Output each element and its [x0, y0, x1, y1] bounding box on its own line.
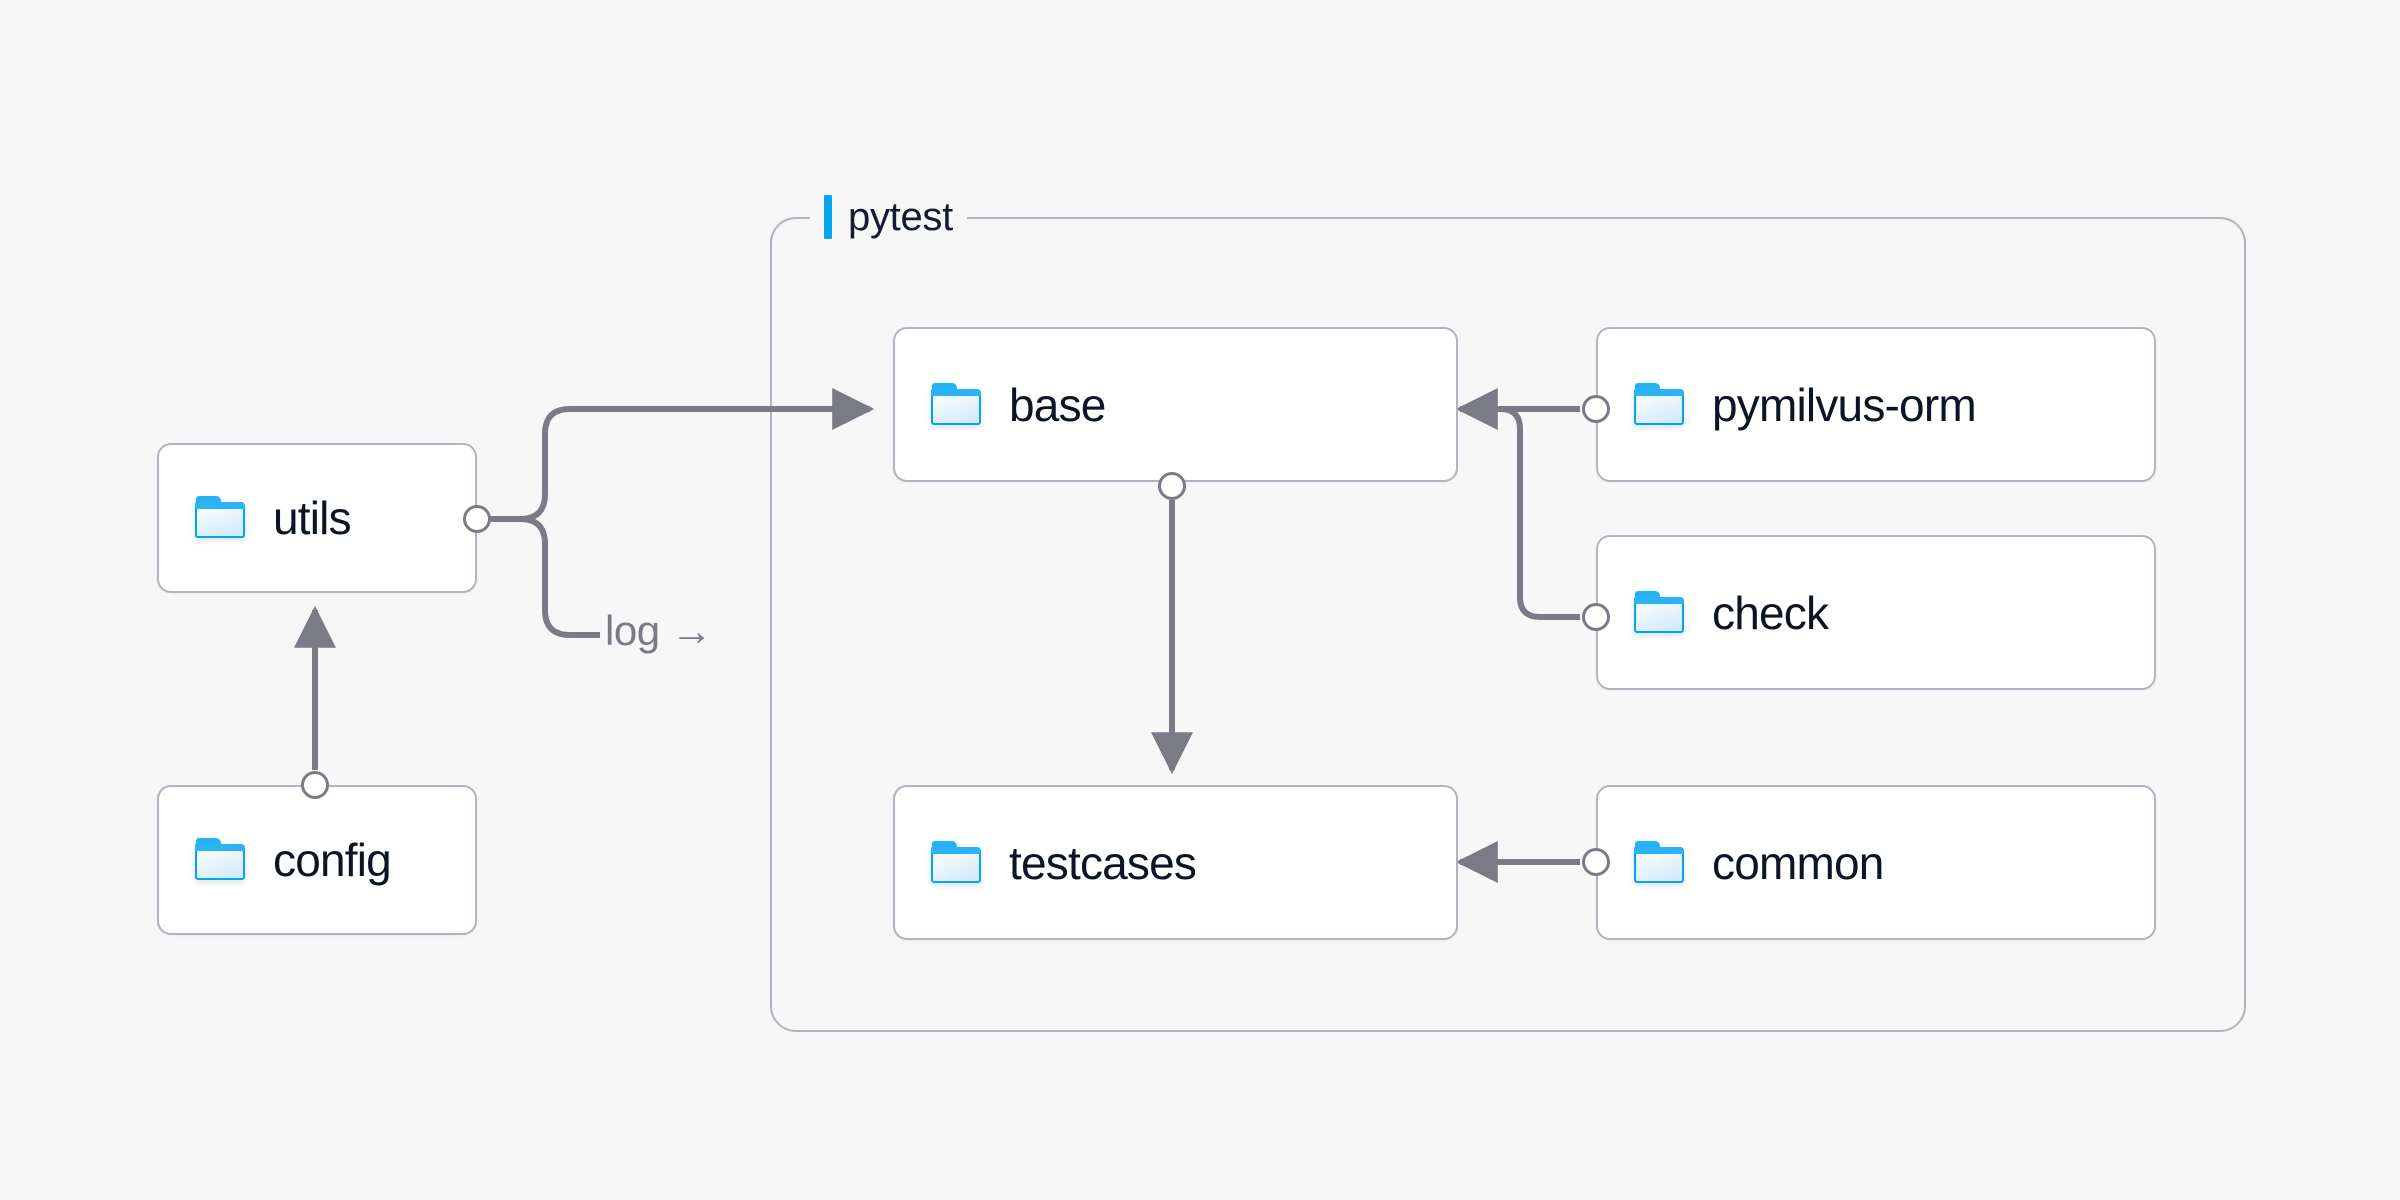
connector-dot-common-left[interactable]: [1582, 848, 1610, 876]
node-config-label: config: [273, 834, 392, 886]
edge-label-log-text: log: [605, 607, 660, 654]
folder-icon: [195, 838, 247, 882]
folder-icon: [931, 382, 983, 427]
arrow-right-icon: →: [670, 607, 713, 654]
node-pymilvus-orm[interactable]: pymilvus-orm: [1596, 327, 2156, 482]
connector-dot-pymilvus-orm-left[interactable]: [1582, 395, 1610, 423]
connector-dot-utils-right[interactable]: [463, 505, 491, 533]
node-config[interactable]: config: [157, 785, 477, 935]
node-check[interactable]: check: [1596, 535, 2156, 690]
connector-dot-config-top[interactable]: [301, 771, 329, 799]
folder-icon: [1634, 590, 1686, 635]
node-common[interactable]: common: [1596, 785, 2156, 940]
folder-icon: [195, 496, 247, 540]
group-pytest-label: pytest: [848, 194, 953, 239]
group-pytest-container: [770, 217, 2246, 1032]
accent-bar-icon: [824, 195, 832, 239]
edge-utils-log: [519, 516, 600, 638]
node-common-label: common: [1712, 836, 1884, 889]
node-testcases[interactable]: testcases: [893, 785, 1458, 940]
folder-icon: [1634, 840, 1686, 885]
node-pymilvus-orm-label: pymilvus-orm: [1712, 378, 1977, 431]
folder-icon: [931, 840, 983, 885]
connector-dot-base-bottom[interactable]: [1158, 472, 1186, 500]
node-testcases-label: testcases: [1009, 836, 1197, 889]
node-check-label: check: [1712, 586, 1829, 639]
group-pytest-label-wrap: pytest: [810, 195, 967, 239]
connector-dot-check-left[interactable]: [1582, 603, 1610, 631]
node-utils[interactable]: utils: [157, 443, 477, 593]
node-base-label: base: [1009, 378, 1106, 431]
folder-icon: [1634, 382, 1686, 427]
node-base[interactable]: base: [893, 327, 1458, 482]
node-utils-label: utils: [273, 492, 352, 544]
edge-label-log: log →: [605, 607, 713, 655]
